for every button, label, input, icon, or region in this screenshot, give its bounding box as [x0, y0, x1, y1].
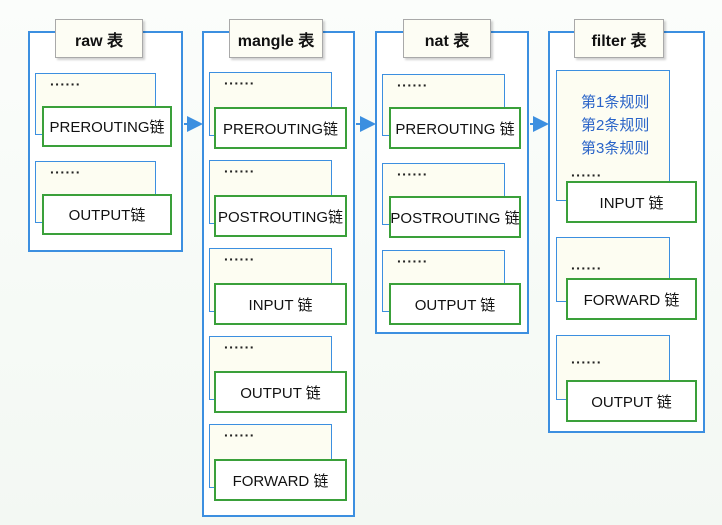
rules-ellipsis: ······ [397, 253, 428, 269]
mangle-forward-chain: FORWARD 链 [214, 459, 347, 501]
raw-table-title: raw 表 [55, 19, 143, 58]
rules-ellipsis: ······ [50, 76, 81, 92]
nat-output-chain: OUTPUT 链 [389, 283, 521, 325]
rules-ellipsis: ······ [50, 164, 81, 180]
rules-ellipsis: ······ [224, 163, 255, 179]
rules-ellipsis: ······ [571, 260, 602, 276]
mangle-output-chain: OUTPUT 链 [214, 371, 347, 413]
filter-forward-chain: FORWARD 链 [566, 278, 697, 320]
mangle-postrouting-chain: POSTROUTING链 [214, 195, 347, 237]
rules-ellipsis: ······ [571, 354, 602, 370]
mangle-table-title: mangle 表 [229, 19, 323, 58]
rule-list: 第1条规则 第2条规则 第3条规则 [581, 91, 649, 160]
rule-2: 第2条规则 [581, 117, 650, 134]
mangle-input-chain: INPUT 链 [214, 283, 347, 325]
nat-prerouting-chain: PREROUTING 链 [389, 107, 521, 149]
rule-3: 第3条规则 [581, 140, 650, 157]
nat-table-title: nat 表 [403, 19, 491, 58]
rules-ellipsis: ······ [571, 167, 602, 183]
filter-rule-group-1: 第1条规则 第2条规则 第3条规则 ······ [556, 70, 670, 201]
raw-prerouting-chain: PREROUTING链 [42, 106, 172, 147]
raw-output-chain: OUTPUT链 [42, 194, 172, 235]
rules-ellipsis: ······ [397, 77, 428, 93]
rules-ellipsis: ······ [224, 427, 255, 443]
rules-ellipsis: ······ [224, 251, 255, 267]
mangle-prerouting-chain: PREROUTING链 [214, 107, 347, 149]
rule-1: 第1条规则 [581, 94, 650, 111]
rules-ellipsis: ······ [224, 339, 255, 355]
rules-ellipsis: ······ [397, 166, 428, 182]
filter-input-chain: INPUT 链 [566, 181, 697, 223]
filter-table-title: filter 表 [574, 19, 664, 58]
rules-ellipsis: ······ [224, 75, 255, 91]
filter-output-chain: OUTPUT 链 [566, 380, 697, 422]
nat-postrouting-chain: POSTROUTING 链 [389, 196, 521, 238]
